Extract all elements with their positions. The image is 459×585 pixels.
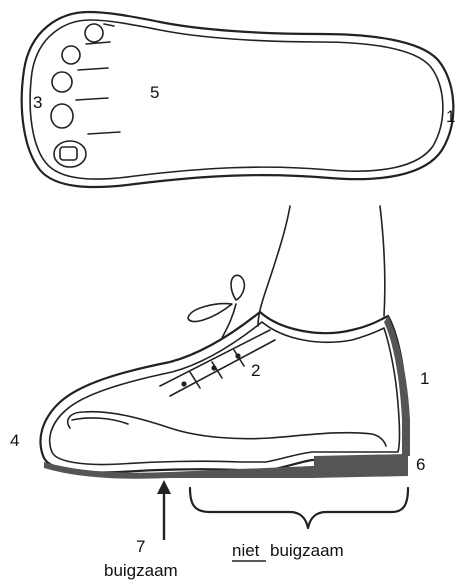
toe-5	[85, 24, 103, 42]
stiff-section-brace	[190, 488, 408, 528]
eyelet-2	[211, 365, 216, 370]
shoe-label-2: 2	[251, 361, 260, 380]
not-word-label: niet	[232, 541, 260, 560]
leg-front-line	[258, 206, 290, 326]
shoe-label-6: 6	[416, 455, 425, 474]
toe-big	[54, 141, 86, 167]
toe-big-nail	[60, 147, 77, 160]
flexible-label: buigzaam	[104, 561, 178, 580]
leg-back-line	[380, 206, 385, 316]
not-flexible-label: buigzaam	[270, 541, 344, 560]
foot-inside-outline	[68, 412, 386, 446]
flex-arrow	[157, 480, 171, 540]
shoe-side-figure: 2 1 4 6 7 buigzaam niet buigzaam	[10, 206, 429, 580]
eyelet-1	[181, 381, 186, 386]
flex-point-label-7: 7	[136, 537, 145, 556]
shoe-upper-outline	[40, 312, 407, 472]
shoe-label-4: 4	[10, 431, 19, 450]
toes	[51, 24, 120, 167]
toe-2	[51, 104, 73, 128]
sole-label-3: 3	[33, 93, 42, 112]
toe-3	[52, 72, 72, 92]
shoe-label-1: 1	[420, 369, 429, 388]
shoe-inner-outline	[50, 322, 400, 465]
big-toe-inside	[72, 418, 128, 424]
sole-label-1: 1	[446, 107, 455, 126]
heel-block	[314, 454, 408, 476]
eyelet-3	[235, 353, 240, 358]
sole-label-5: 5	[150, 83, 159, 102]
toe-4	[62, 46, 80, 64]
sole-footprint-figure: 1 3 5	[22, 12, 456, 187]
